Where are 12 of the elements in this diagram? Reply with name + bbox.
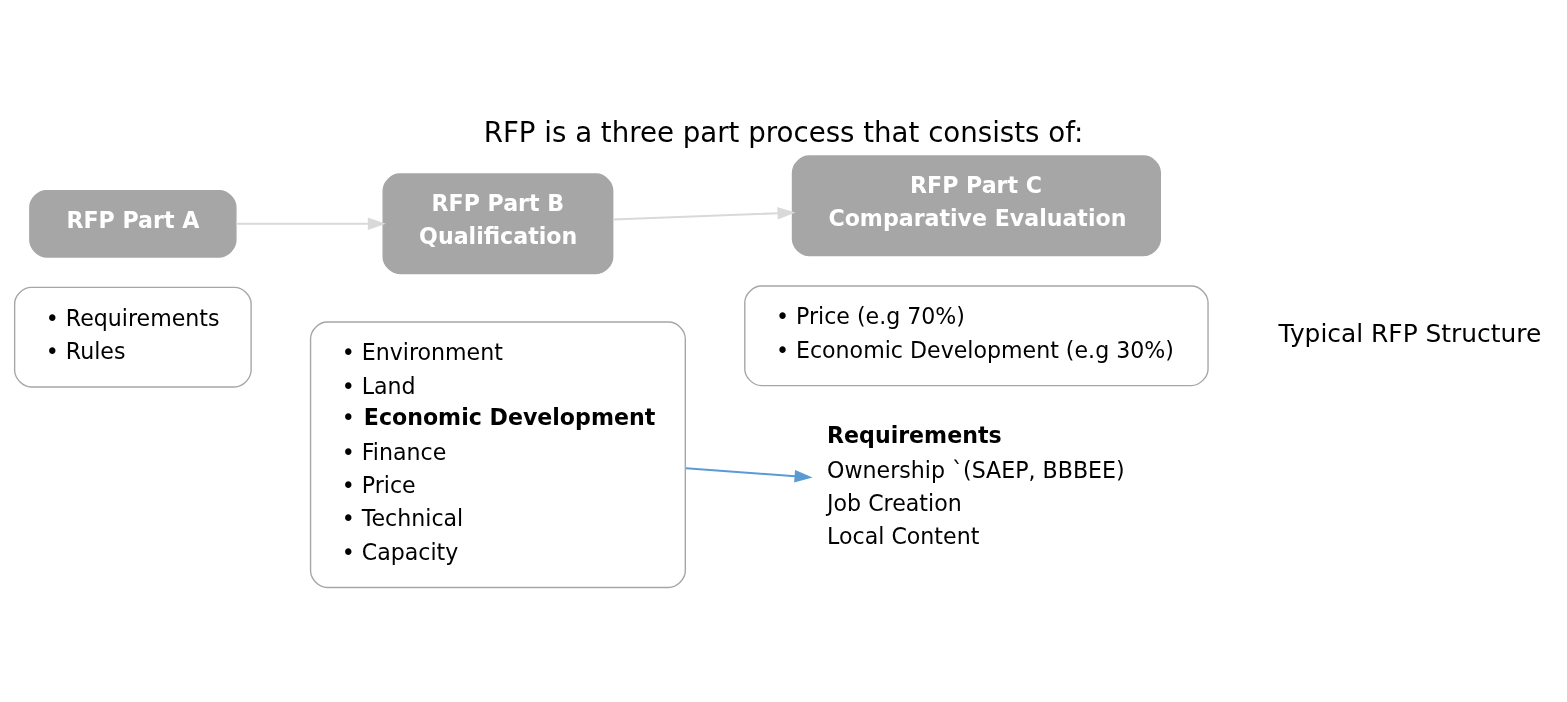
node-box: • Environment • Land • Economic Development • Finance • Price • Technical • Capacity (309, 321, 686, 589)
diagram-title: RFP is a three part process that consists of: (483, 116, 1084, 150)
node-box: • Price (e.g 70%) • Economic Development (e.g 30%) (744, 285, 1209, 387)
caption: Typical RFP Structure (1278, 318, 1542, 348)
arrow (236, 217, 386, 231)
arrow (685, 467, 813, 483)
node-box: RFP Part C Comparative Evaluation (791, 155, 1161, 257)
node-box: • Requirements • Rules (13, 286, 252, 388)
arrow (613, 206, 796, 221)
node-text: Requirements Ownership `(SAEP, BBBEE) Job Creation Local Content (827, 422, 1125, 550)
node-box: RFP Part A (29, 189, 237, 258)
node-box: RFP Part B Qualification (382, 173, 614, 275)
